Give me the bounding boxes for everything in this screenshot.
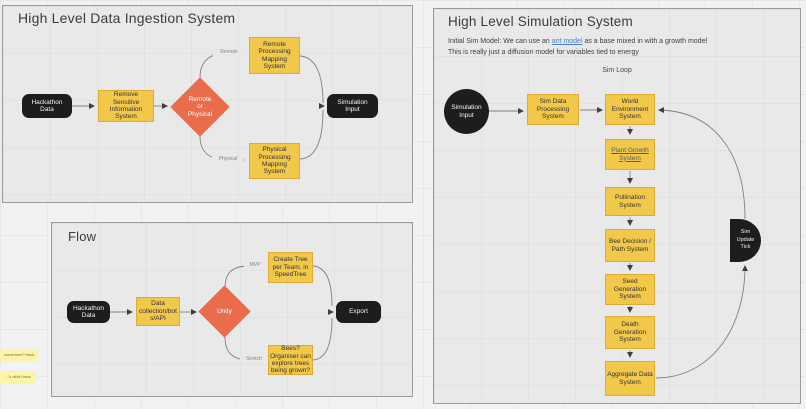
node-simulation-input-2[interactable]: Simulation Input bbox=[444, 89, 489, 134]
node-label: Hackathon Data bbox=[72, 304, 105, 319]
node-seed-generation-system[interactable]: Seed Generation System bbox=[605, 274, 655, 305]
node-label: Bees? Organiser can explore trees being … bbox=[270, 345, 311, 375]
node-simulation-input-1[interactable]: Simulation Input bbox=[327, 94, 378, 118]
node-label: Remove Sensitive Information System bbox=[109, 91, 143, 121]
node-label: Sim Data Processing System bbox=[536, 98, 570, 121]
node-label: Simulation Input bbox=[451, 103, 482, 119]
node-bees-organiser[interactable]: Bees? Organiser can explore trees being … bbox=[268, 345, 313, 375]
node-label: Bee Decision / Path System bbox=[609, 238, 651, 253]
simulation-note: Initial Sim Model: We can use an ant mod… bbox=[448, 37, 758, 58]
ant-model-link[interactable]: ant model bbox=[551, 38, 583, 45]
node-pollination-system[interactable]: Pollination System bbox=[605, 187, 655, 216]
sticky-note-1[interactable]: movement? track bbox=[0, 349, 38, 362]
node-hackathon-data-1[interactable]: Hackathon Data bbox=[22, 94, 72, 118]
node-physical-processing-mapping-system[interactable]: Physical Processing Mapping System bbox=[249, 143, 300, 179]
note-line-2: This is really just a diffusion model fo… bbox=[448, 48, 639, 56]
edge-label-mvp[interactable]: MVP bbox=[244, 262, 266, 269]
node-label: Physical Processing Mapping System bbox=[258, 146, 291, 176]
frame-title-data-ingestion[interactable]: High Level Data Ingestion System bbox=[18, 10, 236, 26]
edge-label-physical[interactable]: Physical bbox=[212, 156, 244, 163]
node-label: Data collection/bots/API bbox=[139, 300, 177, 323]
node-label: Remote Processing Mapping System bbox=[258, 40, 291, 70]
node-label: Pollination System bbox=[615, 194, 645, 209]
node-unity-decision[interactable]: Unity bbox=[198, 285, 251, 338]
node-label: Unity bbox=[217, 307, 232, 315]
frame-title-simulation[interactable]: High Level Simulation System bbox=[448, 14, 633, 29]
node-plant-growth-system[interactable]: Plant Growth System bbox=[605, 139, 655, 170]
node-remote-processing-mapping-system[interactable]: Remote Processing Mapping System bbox=[249, 37, 300, 74]
edge-label-remote[interactable]: Remote bbox=[213, 49, 245, 56]
node-world-environment-system[interactable]: World Environment System bbox=[605, 94, 655, 125]
sim-loop-label[interactable]: Sim Loop bbox=[602, 67, 632, 74]
node-label: Export bbox=[349, 308, 368, 316]
node-label: Sim Update Tick bbox=[736, 229, 755, 251]
node-label: Remote or Physical bbox=[187, 95, 213, 118]
node-label: Hackathon Data bbox=[31, 98, 63, 113]
node-data-collection[interactable]: Data collection/bots/API bbox=[136, 297, 180, 326]
node-sim-data-processing-system[interactable]: Sim Data Processing System bbox=[527, 94, 579, 125]
node-death-generation-system[interactable]: Death Generation System bbox=[605, 316, 655, 349]
node-hackathon-data-2[interactable]: Hackathon Data bbox=[67, 301, 110, 323]
node-label: World Environment System bbox=[611, 98, 649, 121]
note-line-1: Initial Sim Model: We can use an ant mod… bbox=[448, 38, 708, 45]
edge-label-stretch[interactable]: Stretch bbox=[240, 356, 268, 363]
frame-title-flow[interactable]: Flow bbox=[68, 229, 97, 244]
node-label: Death Generation System bbox=[613, 321, 647, 344]
node-export[interactable]: Export bbox=[336, 301, 381, 323]
node-label: Aggregate Data System bbox=[607, 371, 653, 386]
sticky-note-2[interactable]: ...'s didn't hear bbox=[0, 371, 36, 384]
node-remote-or-physical-decision[interactable]: Remote or Physical bbox=[170, 77, 230, 137]
node-remove-sensitive-information-system[interactable]: Remove Sensitive Information System bbox=[98, 90, 154, 122]
node-label: Simulation Input bbox=[337, 98, 368, 113]
node-aggregate-data-system[interactable]: Aggregate Data System bbox=[605, 361, 655, 396]
node-bee-decision-path-system[interactable]: Bee Decision / Path System bbox=[605, 229, 655, 262]
plant-growth-system-link[interactable]: Plant Growth System bbox=[611, 147, 649, 162]
node-label: Create Tree per Team, in SpeedTree bbox=[272, 256, 309, 279]
node-sim-update-tick[interactable]: Sim Update Tick bbox=[730, 219, 761, 262]
node-create-tree-per-team[interactable]: Create Tree per Team, in SpeedTree bbox=[268, 252, 313, 283]
node-label: Seed Generation System bbox=[613, 278, 647, 301]
